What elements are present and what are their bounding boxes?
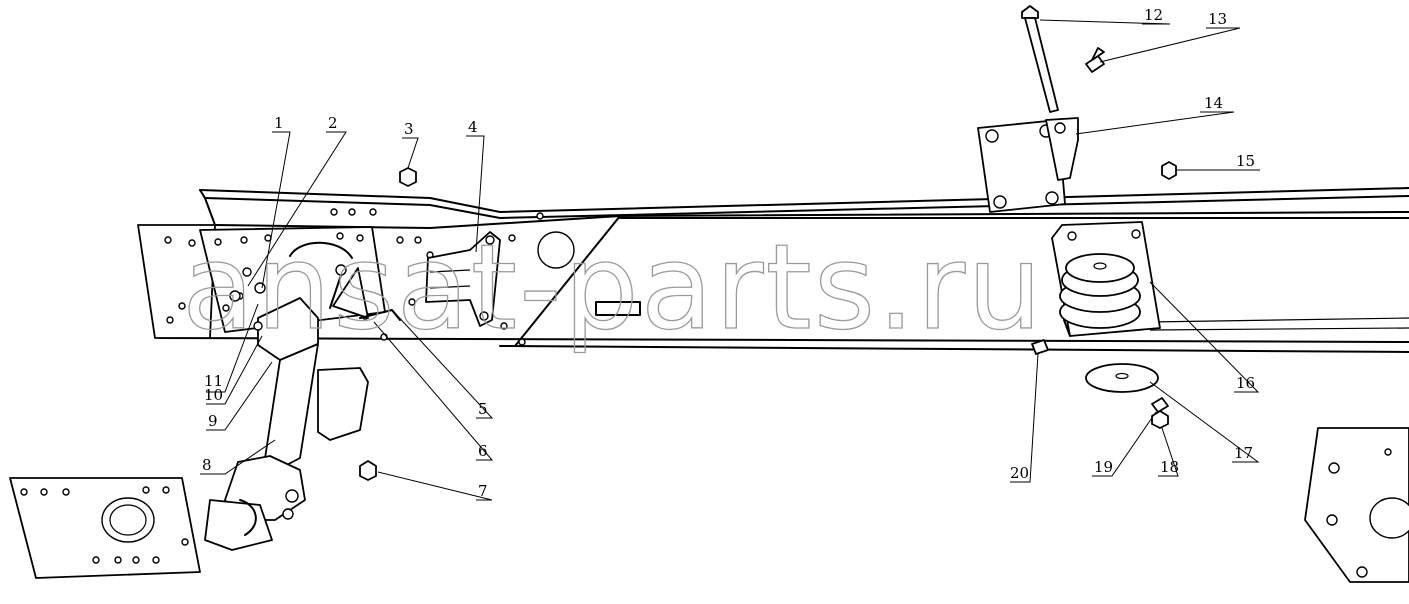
callout-3: 3 [404, 120, 414, 138]
disc-17-icon [1085, 363, 1159, 393]
callout-17: 17 [1234, 444, 1253, 462]
nut-15-icon [1161, 161, 1177, 180]
nut-7-icon [359, 460, 377, 481]
callout-10: 10 [204, 386, 223, 404]
bracket-14 [977, 117, 1079, 213]
frame-holes [330, 208, 641, 346]
mount-bracket-16 [1051, 221, 1161, 337]
callout-14: 14 [1204, 94, 1223, 112]
callout-20: 20 [1010, 464, 1029, 482]
callout-labels: 1 2 3 4 5 6 7 8 9 10 11 12 13 14 15 16 1… [202, 6, 1255, 500]
callout-6: 6 [478, 442, 488, 460]
callout-11: 11 [204, 372, 223, 390]
washer-19-icon [1151, 397, 1169, 413]
callout-8: 8 [202, 456, 212, 474]
frame-end-plate [137, 224, 216, 339]
callout-12: 12 [1144, 6, 1163, 24]
callout-5: 5 [478, 400, 488, 418]
callout-15: 15 [1236, 152, 1255, 170]
callout-7: 7 [478, 482, 488, 500]
nut-18-icon [1151, 410, 1169, 429]
callout-4: 4 [468, 118, 478, 136]
pin-20-icon [1031, 339, 1049, 355]
bottom-left-mount-plate [9, 477, 201, 579]
callout-2: 2 [328, 114, 338, 132]
bolt-13-icon [1085, 47, 1105, 73]
callout-9: 9 [208, 412, 218, 430]
callout-16: 16 [1236, 374, 1255, 392]
callout-1: 1 [274, 114, 284, 132]
bracket-6 [332, 267, 401, 321]
callout-19: 19 [1094, 458, 1113, 476]
bolt-12-icon [1021, 5, 1059, 113]
frame-rail [159, 187, 1409, 353]
nut-3-icon [399, 167, 417, 187]
right-partial-plate [1304, 427, 1409, 583]
spring-hanger [204, 264, 369, 551]
bracket-4 [425, 231, 501, 327]
watermark-text: ansat-parts.ru [182, 218, 1044, 356]
callout-18: 18 [1160, 458, 1179, 476]
callout-13: 13 [1208, 10, 1227, 28]
leader-lines [200, 19, 1260, 501]
